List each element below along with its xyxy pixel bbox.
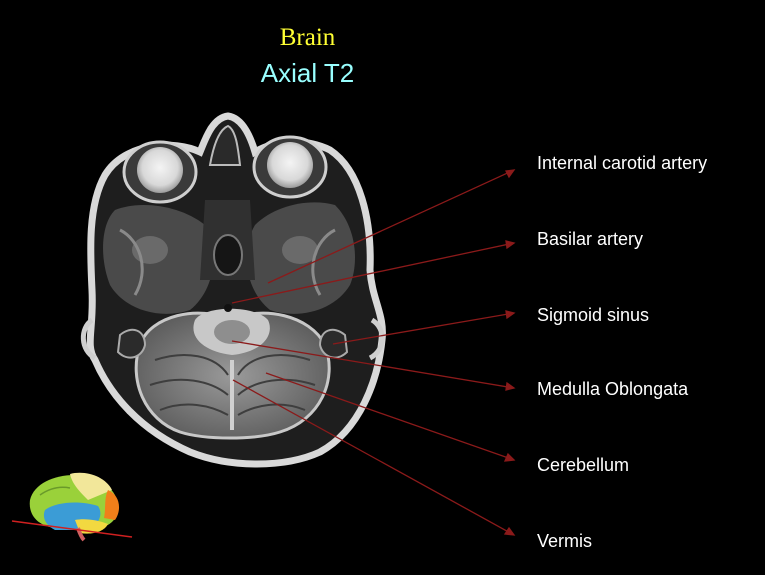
label-cerebellum: Cerebellum	[537, 455, 630, 475]
slide-subtitle: Axial T2	[260, 58, 355, 88]
leader-line-medulla	[231, 340, 515, 389]
leader-lines	[231, 169, 516, 536]
label-medulla-oblongata: Medulla Oblongata	[537, 379, 689, 399]
slide-title: Brain	[279, 24, 336, 51]
slice-plane-line	[11, 520, 133, 538]
label-internal-carotid-artery: Internal carotid artery	[537, 153, 708, 173]
leader-line-basilar	[231, 242, 515, 304]
label-sigmoid-sinus: Sigmoid sinus	[537, 305, 650, 325]
skull-base	[103, 200, 355, 314]
orbits	[122, 135, 328, 204]
leader-line-internal-carotid	[267, 169, 515, 284]
leader-line-sigmoid	[332, 312, 515, 345]
label-vermis: Vermis	[537, 531, 593, 551]
leader-line-cerebellum	[265, 372, 515, 461]
leader-line-vermis	[232, 379, 515, 536]
brain-lateral-locator-icon	[11, 472, 133, 542]
label-basilar-artery: Basilar artery	[537, 229, 644, 249]
